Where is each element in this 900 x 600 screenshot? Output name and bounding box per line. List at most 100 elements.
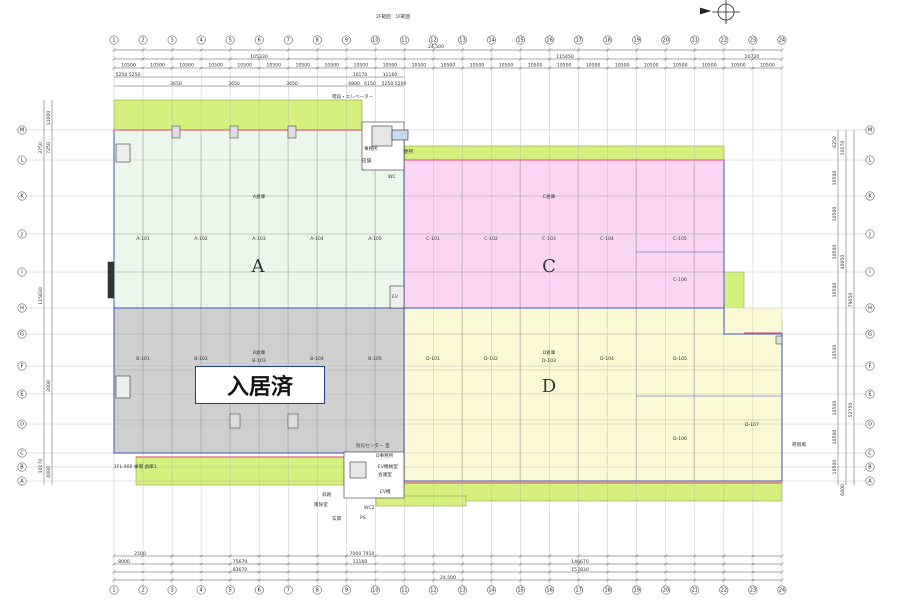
room-C-106: C-106 [673, 277, 687, 283]
dim-tick-x-17-1 [606, 57, 610, 61]
dim-tick-x-1-4 [141, 562, 145, 566]
axis-bubble-x-16-top [545, 35, 555, 45]
axis-bubble-x-7-top [283, 35, 293, 45]
dim-tick-x-12-0 [460, 48, 465, 52]
dim-tick-x-1-3 [141, 554, 145, 558]
axis-label-x-10-top: 10 [372, 38, 378, 44]
room-C-103: C-103 [542, 236, 556, 242]
right-dim-r6: 40050 [840, 255, 846, 270]
top-bay-label-2: 10500 [179, 63, 194, 69]
axis-label-x-22-bottom: 22 [721, 588, 727, 594]
dim-tick-x-20-5 [693, 570, 697, 574]
axis-label-x-6-top: 6 [258, 38, 261, 44]
axis-bubble-x-17-top [574, 35, 584, 45]
dim-tick-x-18-0 [635, 48, 639, 52]
axis-bubble-y-G-left [17, 329, 27, 339]
right-dim-r2: 10170 [840, 141, 846, 156]
axis-bubble-x-5-top [225, 35, 235, 45]
central-core [107, 121, 409, 499]
axis-label-y-C-left: C [20, 451, 24, 457]
top-bay-label-0: 10500 [121, 63, 136, 69]
axis-bubble-x-15-bottom [516, 585, 526, 595]
axis-label-x-17-top: 17 [575, 38, 581, 44]
axis-bubble-x-14-bottom [487, 585, 496, 595]
top-bay-label-20: 10500 [702, 63, 717, 69]
dim-tick-x-3-6 [199, 578, 203, 582]
dim-tick-x-9-2 [373, 66, 378, 70]
top-bay-label-3: 10500 [208, 63, 223, 69]
annot-d-office: D事務所 [376, 452, 394, 459]
axis-bubble-x-21-bottom [690, 585, 700, 595]
dim-tick-x-2-0 [170, 48, 174, 52]
right-dim-r5: 10500 [832, 245, 838, 260]
right-dim-r13: 10500 [832, 460, 838, 475]
axis-label-x-9-top: 9 [345, 38, 348, 44]
annot-meeting: 会議室 [378, 471, 392, 478]
zone-d-sub-label: D-103 [542, 358, 556, 364]
dim-tick-x-10-6 [402, 578, 407, 582]
core-top-inner [371, 125, 393, 147]
right-dim-r10: 10500 [832, 401, 838, 416]
axis-label-x-18-bottom: 18 [604, 588, 610, 594]
dim-tick-x-4-0 [228, 48, 232, 52]
axis-label-x-21-top: 21 [692, 38, 698, 44]
dim-tick-x-2-2 [170, 66, 174, 70]
dim-tick-x-11-5 [431, 570, 436, 574]
axis-label-y-G-right: G [868, 332, 872, 338]
axis-bubble-y-I-right [865, 267, 875, 277]
axis-label-y-D-left: D [20, 422, 24, 428]
dim-tick-x-16-0 [576, 48, 581, 52]
dim-tick-x-18-1 [635, 57, 639, 61]
axis-bubble-x-23-top [748, 35, 758, 45]
dim-tick-x-12-1 [460, 57, 465, 61]
dim-tick-x-2-5 [170, 570, 174, 574]
dim-tick-x-10-0 [402, 48, 407, 52]
dim-tick-x-5-5 [257, 570, 261, 574]
top-overall-label: 24,500 [428, 44, 444, 50]
room-C-101: C-101 [426, 236, 440, 242]
dim-tick-x-9-0 [373, 48, 378, 52]
zone-a-warehouse-label: A倉庫 [253, 193, 266, 200]
top-bay-label-9: 10500 [383, 63, 398, 69]
dim-tick-x-19-2 [664, 66, 668, 70]
dim-tick-x-7-1 [315, 57, 319, 61]
axis-bubble-y-F-right [865, 361, 875, 371]
axis-label-y-H-left: H [20, 306, 24, 312]
dim-tick-x-17-0 [606, 48, 610, 52]
zone-d-letter: D [542, 376, 556, 397]
dim-tick-x-9-6 [373, 578, 378, 582]
dim-tick-x-7-3 [315, 554, 319, 558]
axis-bubble-y-A-left [17, 476, 27, 486]
bottom-t1: 83670 [233, 567, 248, 573]
dim-tick-x-21-6 [722, 578, 726, 582]
axis-bubble-x-22-top [719, 35, 729, 45]
dim-tick-x-0-0 [112, 48, 116, 52]
dim-tick-x-19-0 [664, 48, 668, 52]
top-bay-label-13: 10500 [499, 63, 514, 69]
top-bay-label-21: 10500 [731, 63, 746, 69]
dim-tick-x-23-5 [780, 570, 784, 574]
dim-tick-x-11-2 [431, 66, 436, 70]
axis-bubble-y-C-left [17, 448, 27, 458]
dim-tick-x-14-5 [518, 570, 523, 574]
dim-tick-x-22-6 [751, 578, 755, 582]
annot-toilet: 便所 [404, 148, 414, 155]
top-bay-labels: 10500 10500 10500 10500 10500 10500 10500 10500… [121, 63, 775, 69]
axis-bubble-x-10-bottom [370, 585, 380, 595]
room-A-104: A-104 [310, 236, 324, 242]
axis-bubble-x-15-top [516, 35, 526, 45]
top-total-mid: 115450 [556, 54, 574, 60]
equip-a2 [229, 125, 239, 139]
dim-tick-x-11-3 [431, 554, 436, 558]
top-sub-a: 3650 [170, 81, 182, 87]
room-D-102: D-102 [484, 356, 498, 362]
top-bay-label-16: 10500 [586, 63, 601, 69]
axis-bubble-x-13-bottom [458, 585, 467, 595]
left-wall-bar [107, 261, 115, 299]
dim-tick-x-11-0 [431, 48, 436, 52]
axis-bubble-y-G-right [865, 329, 875, 339]
dim-tick-x-22-5 [751, 570, 755, 574]
dim-tick-x-12-5 [460, 570, 465, 574]
left-dim-bottom2: 4000 [46, 466, 52, 478]
dim-tick-x-20-3 [693, 554, 697, 558]
